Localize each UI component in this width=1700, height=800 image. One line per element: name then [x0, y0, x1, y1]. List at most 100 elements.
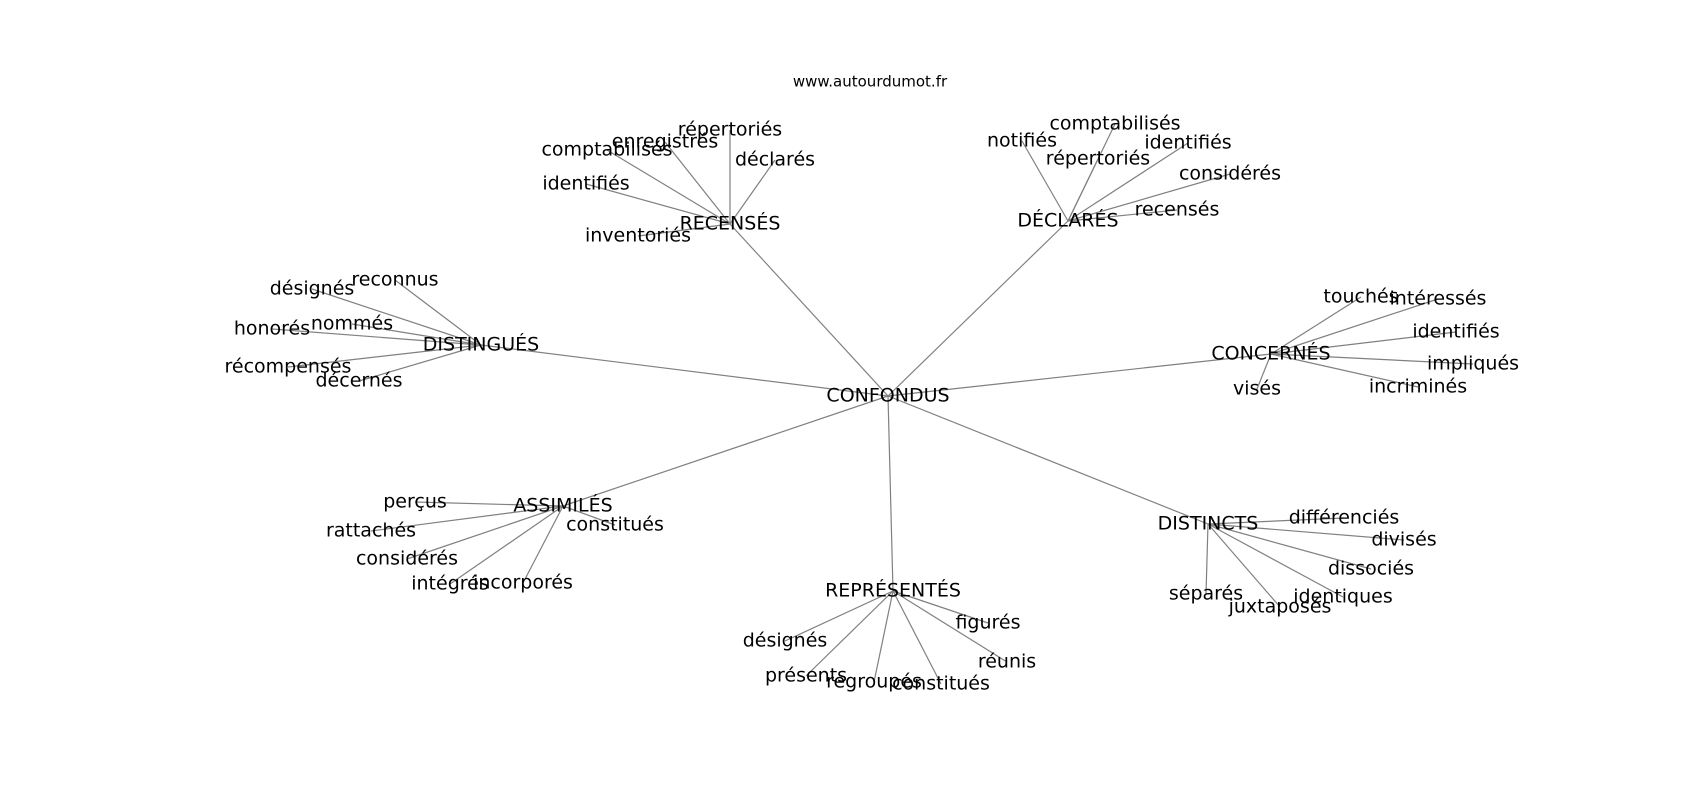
source-label: www.autourdumot.fr: [793, 73, 948, 91]
edge-distincts-leaf-3: [1205, 523, 1209, 595]
edge-declares-leaf-1: [1021, 140, 1069, 222]
leaf-node-distingues-0[interactable]: reconnus: [351, 269, 438, 291]
edge-center-representes: [887, 395, 894, 592]
edge-concernes-leaf-0: [1270, 296, 1362, 355]
leaf-node-distingues-4[interactable]: récompensés: [225, 356, 352, 378]
leaf-node-recenses-0[interactable]: répertoriés: [678, 119, 782, 141]
leaf-node-distincts-4[interactable]: identiques: [1293, 586, 1393, 608]
edge-center-distingues: [480, 344, 889, 397]
leaf-node-recenses-4[interactable]: identifiés: [542, 173, 629, 195]
leaf-node-distingues-1[interactable]: désignés: [270, 278, 355, 300]
hub-node-concernes[interactable]: CONCERNÉS: [1211, 342, 1330, 365]
edge-layer: [271, 123, 1474, 685]
edge-assimiles-leaf-3: [406, 505, 564, 560]
edge-concernes-leaf-1: [1270, 298, 1439, 355]
leaf-node-recenses-1[interactable]: enregistrés: [612, 131, 719, 153]
edge-recenses-leaf-1: [664, 141, 731, 225]
leaf-node-distingues-5[interactable]: décernés: [316, 370, 403, 392]
hub-node-representes[interactable]: REPRÉSENTÉS: [825, 579, 961, 602]
hub-node-assimiles[interactable]: ASSIMILÉS: [513, 494, 612, 517]
edge-distincts-leaf-0: [1207, 517, 1345, 525]
leaf-node-distingues-3[interactable]: honorés: [234, 318, 310, 340]
edge-recenses-leaf-2: [606, 149, 731, 225]
hub-node-declares[interactable]: DÉCLARÉS: [1017, 209, 1118, 232]
leaf-node-concernes-2[interactable]: identifiés: [1412, 321, 1499, 343]
edge-concernes-leaf-2: [1270, 331, 1457, 355]
edge-recenses-leaf-3: [729, 159, 776, 225]
edge-distingues-leaf-1: [311, 288, 482, 346]
leaf-node-distincts-5[interactable]: juxtaposés: [1228, 596, 1332, 618]
edge-distingues-leaf-2: [351, 323, 482, 346]
leaf-node-representes-4[interactable]: regroupés: [826, 671, 922, 693]
leaf-node-distingues-2[interactable]: nommés: [311, 313, 393, 335]
edge-representes-leaf-4: [873, 590, 894, 683]
center-node[interactable]: CONFONDUS: [826, 385, 949, 407]
leaf-node-assimiles-4[interactable]: intégrés: [411, 573, 489, 595]
leaf-node-representes-1[interactable]: désignés: [743, 630, 828, 652]
hub-node-recenses[interactable]: RECENSÉS: [680, 212, 781, 235]
edge-distingues-leaf-4: [287, 344, 482, 368]
leaf-node-assimiles-5[interactable]: incorporés: [473, 572, 573, 594]
edge-center-recenses: [729, 223, 889, 397]
leaf-node-declares-3[interactable]: répertoriés: [1046, 148, 1150, 170]
edge-distingues-leaf-3: [271, 328, 482, 346]
edge-declares-leaf-3: [1067, 158, 1099, 222]
edge-center-concernes: [887, 353, 1272, 397]
edge-representes-leaf-1: [784, 590, 894, 642]
edge-center-declares: [887, 220, 1069, 397]
edge-distincts-leaf-1: [1207, 523, 1405, 541]
edge-distingues-leaf-0: [394, 279, 482, 346]
edge-declares-leaf-2: [1067, 142, 1189, 222]
edge-concernes-leaf-4: [1270, 353, 1419, 388]
edge-concernes-leaf-5: [1256, 353, 1272, 390]
leaf-node-assimiles-3[interactable]: considérés: [356, 548, 458, 570]
leaf-node-concernes-0[interactable]: touchés: [1323, 286, 1398, 308]
edge-recenses-leaf-4: [585, 183, 731, 225]
leaf-node-representes-5[interactable]: constitués: [892, 673, 990, 695]
edge-recenses-leaf-5: [637, 223, 731, 237]
leaf-node-recenses-5[interactable]: inventoriés: [585, 225, 691, 247]
edge-representes-leaf-3: [805, 590, 894, 677]
leaf-node-distincts-0[interactable]: différenciés: [1289, 507, 1400, 529]
leaf-node-concernes-3[interactable]: impliqués: [1427, 353, 1519, 375]
edge-declares-leaf-5: [1067, 209, 1178, 222]
leaf-node-assimiles-0[interactable]: perçus: [383, 491, 447, 513]
leaf-node-representes-2[interactable]: réunis: [978, 651, 1036, 673]
leaf-node-distincts-1[interactable]: divisés: [1371, 529, 1436, 551]
edge-assimiles-leaf-0: [414, 501, 564, 507]
edge-representes-leaf-2: [892, 590, 1008, 663]
hub-node-distingues[interactable]: DISTINGUÉS: [423, 333, 539, 356]
leaf-node-distincts-3[interactable]: séparés: [1169, 583, 1243, 605]
leaf-node-concernes-1[interactable]: intéressés: [1390, 288, 1487, 310]
edge-center-distincts: [887, 395, 1209, 525]
leaf-node-declares-5[interactable]: recensés: [1135, 199, 1220, 221]
leaf-node-assimiles-1[interactable]: rattachés: [326, 520, 416, 542]
leaf-node-assimiles-2[interactable]: constitués: [566, 514, 664, 536]
leaf-node-recenses-2[interactable]: comptabilisés: [541, 139, 672, 161]
edge-center-assimiles: [562, 395, 889, 507]
leaf-node-declares-1[interactable]: notifiés: [987, 130, 1057, 152]
edge-concernes-leaf-3: [1270, 353, 1474, 365]
label-layer: www.autourdumot.fr CONFONDUS RECENSÉS rép…: [225, 73, 1520, 695]
edge-assimiles-leaf-1: [370, 505, 564, 532]
edge-assimiles-leaf-2: [562, 505, 616, 526]
leaf-node-distincts-2[interactable]: dissociés: [1328, 558, 1414, 580]
edge-declares-leaf-4: [1067, 173, 1231, 222]
leaf-node-declares-2[interactable]: identifiés: [1144, 132, 1231, 154]
leaf-node-recenses-3[interactable]: déclarés: [735, 149, 815, 171]
edge-assimiles-leaf-5: [522, 505, 564, 584]
leaf-node-concernes-5[interactable]: visés: [1233, 378, 1281, 400]
edge-representes-leaf-0: [892, 590, 989, 624]
leaf-node-declares-4[interactable]: considérés: [1179, 163, 1281, 185]
edge-representes-leaf-5: [892, 590, 942, 685]
edge-assimiles-leaf-4: [449, 505, 564, 585]
leaf-node-declares-0[interactable]: comptabilisés: [1049, 113, 1180, 135]
leaf-node-representes-0[interactable]: figurés: [955, 612, 1020, 634]
edge-distingues-leaf-5: [358, 344, 482, 382]
edge-distincts-leaf-5: [1207, 523, 1281, 608]
hub-node-distincts[interactable]: DISTINCTS: [1158, 513, 1259, 535]
leaf-node-representes-3[interactable]: présents: [765, 665, 847, 687]
leaf-node-concernes-4[interactable]: incriminés: [1369, 376, 1467, 398]
edge-distincts-leaf-4: [1207, 523, 1344, 598]
